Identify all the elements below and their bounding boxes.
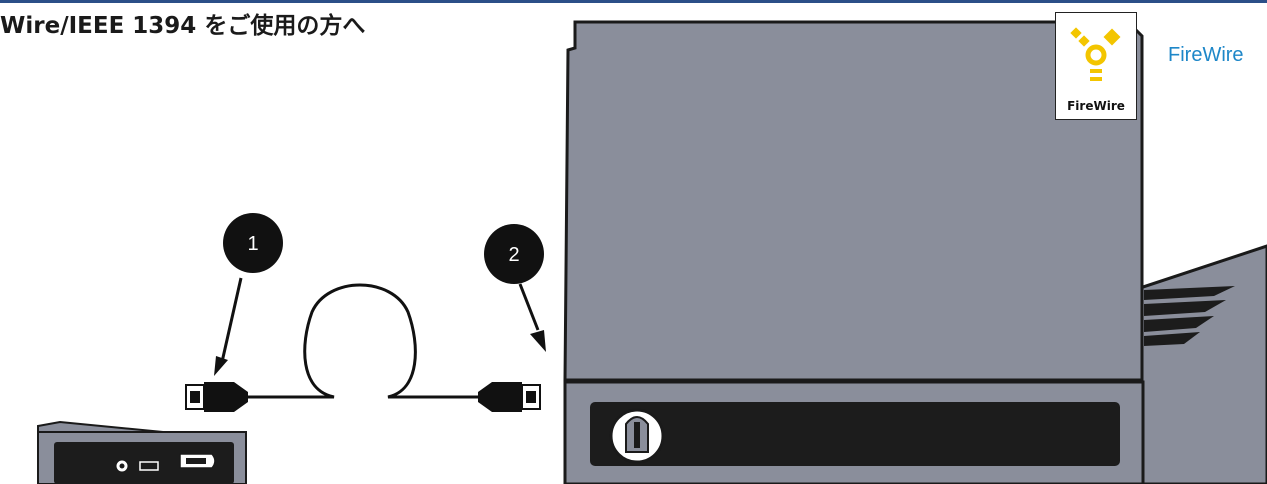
callout-2: 2 (484, 224, 546, 352)
brand-label: FireWire (1168, 44, 1244, 66)
usb-port-icon (139, 461, 159, 471)
drive-vent (1144, 286, 1235, 300)
top-rule (0, 0, 1267, 3)
drive-vent (1144, 316, 1214, 332)
cable-plug-right (478, 382, 541, 412)
page-title: Wire/IEEE 1394 をご使用の方へ (0, 13, 366, 39)
firewire-port-icon (609, 408, 665, 464)
drive-port-strip (590, 402, 1120, 466)
callout-1-number: 1 (247, 233, 258, 255)
hard-drive (563, 20, 1267, 484)
firewire-logo: FireWire (1055, 12, 1137, 120)
small-device (37, 420, 247, 484)
cable-wire (248, 283, 478, 399)
firewire-logo-icon (1070, 27, 1121, 81)
drive-vent (1144, 332, 1200, 346)
callout-1: 1 (214, 213, 283, 376)
callout-2-number: 2 (508, 244, 519, 266)
cable-plug-left (185, 382, 248, 412)
firewire-cable (185, 283, 541, 412)
firewire-logo-text: FireWire (1067, 99, 1125, 113)
small-device-panel (54, 442, 234, 484)
drive-base (1138, 244, 1267, 484)
drive-vent (1144, 300, 1226, 316)
